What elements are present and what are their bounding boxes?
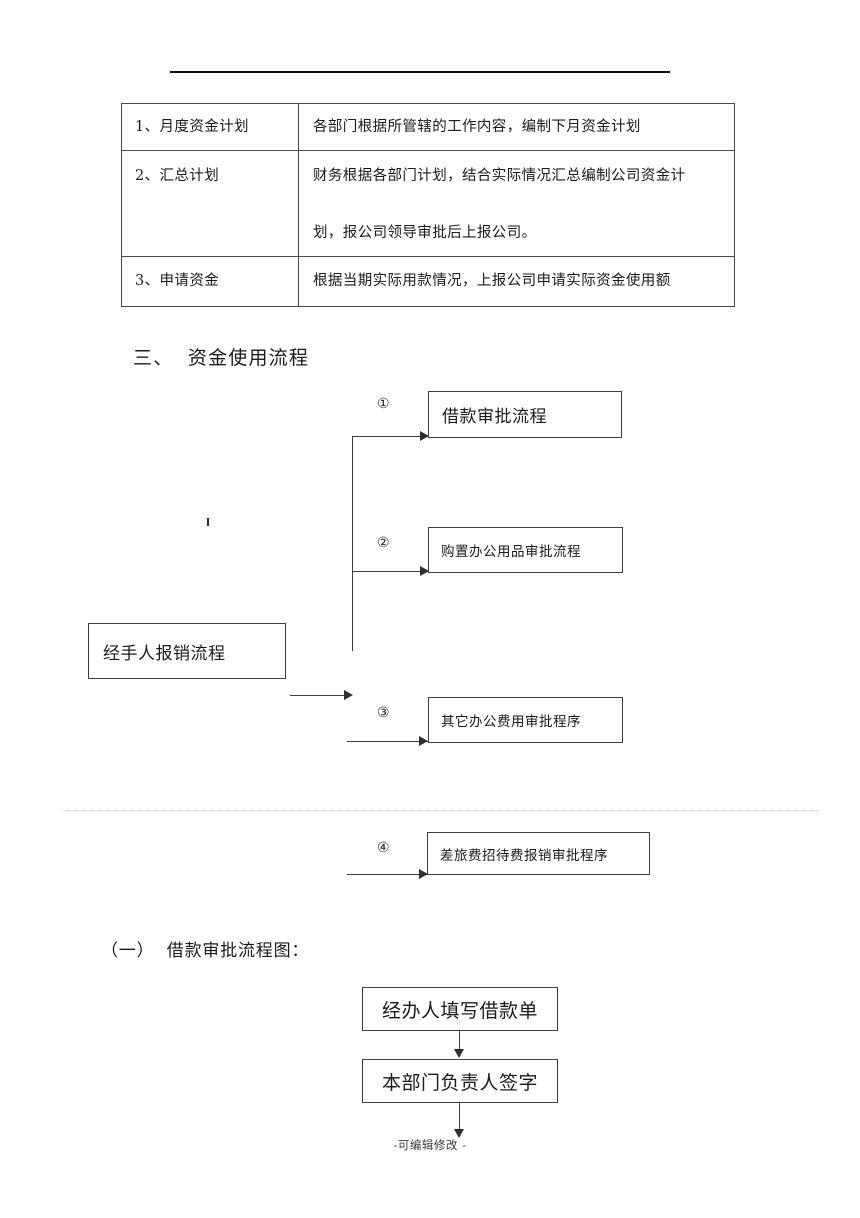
branch-marker-3: ③ [377, 705, 390, 721]
dotted-separator [62, 810, 819, 811]
flow-box-branch-3-label: 其它办公费用审批程序 [441, 714, 581, 730]
flow-box-source: 经手人报销流程 [88, 623, 286, 679]
arrowhead-down-1 [454, 1049, 464, 1058]
flow-box-branch-3: 其它办公费用审批程序 [428, 697, 623, 743]
flow-box-step-2: 本部门负责人签字 [362, 1059, 558, 1103]
flow-box-step-2-label: 本部门负责人签字 [381, 1071, 538, 1094]
table-row: 3、申请资金 根据当期实际用款情况，上报公司申请实际资金使用额 [121, 256, 735, 308]
branch-marker-2: ② [377, 535, 390, 551]
table-row: 2、汇总计划 财务根据各部门计划，结合实际情况汇总编制公司资金计 划，报公司领导… [121, 150, 735, 258]
connector-branch-1 [352, 436, 428, 437]
arrowhead-right-2 [420, 566, 429, 576]
connector-step-2-down [459, 1103, 460, 1131]
arrowhead-right-4 [419, 869, 428, 879]
branch-marker-4: ④ [377, 840, 390, 856]
table-row: 1、月度资金计划 各部门根据所管辖的工作内容，编制下月资金计划 [121, 102, 735, 152]
connector-branch-3 [347, 741, 428, 742]
connector-branch-2 [352, 571, 428, 572]
arrowhead-right-1 [420, 431, 429, 441]
table-cell-label: 3、申请资金 [121, 256, 299, 308]
branch-marker-1: ① [377, 396, 390, 412]
table-cell-desc: 根据当期实际用款情况，上报公司申请实际资金使用额 [298, 256, 735, 308]
top-horizontal-rule [170, 71, 670, 73]
flow-box-branch-4: 差旅费招待费报销审批程序 [427, 832, 650, 875]
flow-box-branch-2-label: 购置办公用品审批流程 [441, 544, 581, 560]
flow-box-branch-2: 购置办公用品审批流程 [428, 527, 623, 573]
section-one-heading: （一） 借款审批流程图： [101, 941, 310, 961]
flow-box-step-1: 经办人填写借款单 [362, 987, 558, 1031]
section-three-heading: 三、 资金使用流程 [133, 347, 310, 369]
stray-tick-mark [207, 518, 209, 526]
footer-note: -可编辑修改 - [393, 1138, 467, 1152]
flow-box-source-label: 经手人报销流程 [103, 643, 226, 664]
connector-step-1-to-2 [459, 1031, 460, 1051]
connector-stub [290, 695, 350, 696]
flow-box-branch-1: 借款审批流程 [428, 391, 622, 438]
table-cell-label: 1、月度资金计划 [121, 102, 299, 152]
arrowhead-right-stub [344, 690, 353, 700]
table-cell-desc: 财务根据各部门计划，结合实际情况汇总编制公司资金计 划，报公司领导审批后上报公司… [298, 150, 735, 258]
table-cell-label: 2、汇总计划 [121, 150, 299, 258]
table-cell-desc: 各部门根据所管辖的工作内容，编制下月资金计划 [298, 102, 735, 152]
flow-box-step-1-label: 经办人填写借款单 [381, 999, 538, 1022]
arrowhead-down-2 [454, 1129, 464, 1138]
arrowhead-right-3 [419, 736, 428, 746]
connector-branch-4 [347, 874, 427, 875]
flow-box-branch-1-label: 借款审批流程 [442, 407, 547, 427]
funds-plan-table: 1、月度资金计划 各部门根据所管辖的工作内容，编制下月资金计划 2、汇总计划 财… [121, 102, 735, 308]
flow-box-branch-4-label: 差旅费招待费报销审批程序 [440, 847, 608, 864]
connector-trunk-vertical [352, 436, 353, 651]
